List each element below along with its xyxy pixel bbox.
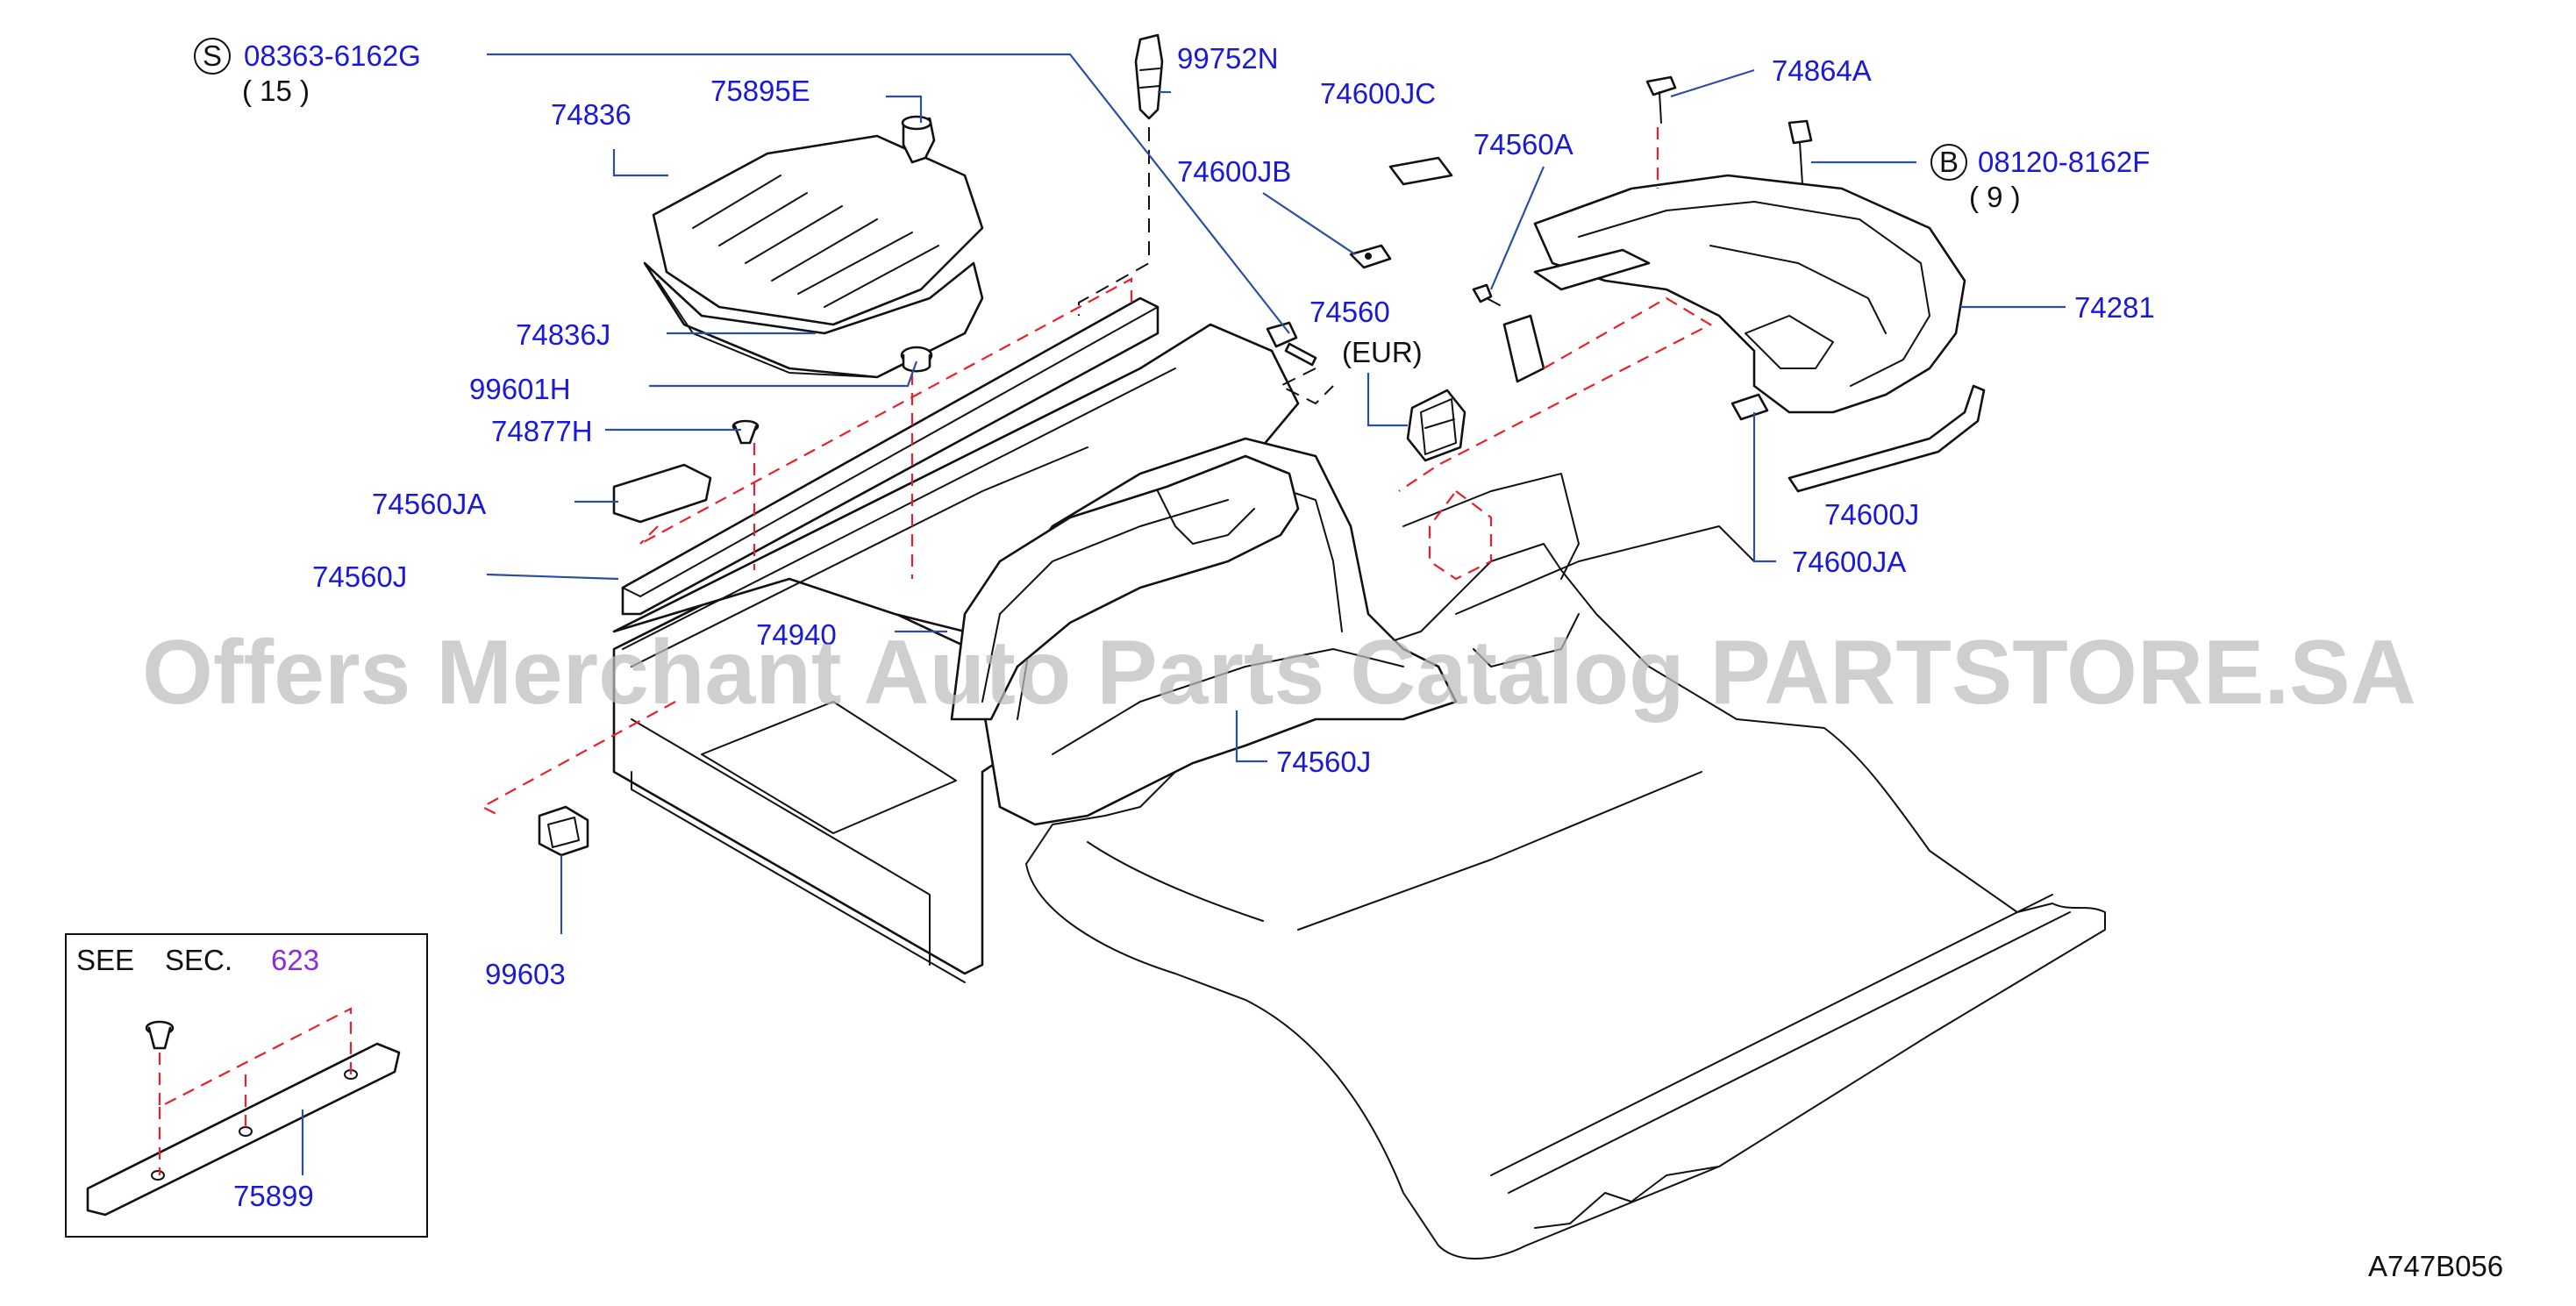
watermark: Offers Merchant Auto Parts Catalog PARTS… xyxy=(142,622,2416,724)
screw-74560a[interactable] xyxy=(1472,283,1501,306)
vent-74560-eur[interactable] xyxy=(1406,389,1466,462)
strip-75899[interactable] xyxy=(86,1042,401,1217)
bar-74560j[interactable] xyxy=(621,296,1160,616)
clip-75895e[interactable] xyxy=(901,115,936,164)
label-74600j[interactable]: 74600J xyxy=(1824,498,1919,531)
inset-sec: SEC. xyxy=(165,944,232,976)
callout-b-08120-8162f[interactable]: B 08120-8162F ( 9 ) xyxy=(1930,144,2150,213)
leader-lines xyxy=(486,53,2066,934)
label-74560j-upper[interactable]: 74560J xyxy=(312,560,407,593)
label-75895e[interactable]: 75895E xyxy=(710,75,810,107)
s-circle-icon xyxy=(194,38,231,75)
label-74281[interactable]: 74281 xyxy=(2074,291,2155,324)
label-74600jb[interactable]: 74600JB xyxy=(1177,155,1291,188)
label-74836j[interactable]: 74836J xyxy=(516,318,610,351)
label-74560ja[interactable]: 74560JA xyxy=(372,488,486,520)
b-prefix: B xyxy=(1939,146,1959,178)
pad-74600jb[interactable] xyxy=(1349,244,1392,269)
clip-99603[interactable] xyxy=(538,805,589,857)
plate xyxy=(1502,314,1545,383)
spare-tire-cover-74836[interactable] xyxy=(643,134,984,379)
label-74560j-lower[interactable]: 74560J xyxy=(1276,746,1371,778)
label-74940[interactable]: 74940 xyxy=(756,618,837,651)
pad-74560ja[interactable] xyxy=(612,463,712,524)
black-guides xyxy=(1078,127,1334,405)
label-74600jc[interactable]: 74600JC xyxy=(1320,77,1436,110)
section-623-link[interactable]: 623 xyxy=(271,944,319,976)
b-circle-icon xyxy=(1930,144,1967,181)
grommet-99601h[interactable] xyxy=(900,346,933,373)
clip-99752n[interactable] xyxy=(1134,33,1164,120)
red-guides xyxy=(480,127,1713,817)
label-08120-8162f[interactable]: 08120-8162F xyxy=(1978,146,2150,178)
label-08363-6162g[interactable]: 08363-6162G xyxy=(244,39,421,72)
trim-74940[interactable] xyxy=(950,454,1300,721)
bolt-74864a[interactable] xyxy=(1645,75,1677,124)
label-eur: (EUR) xyxy=(1342,336,1423,368)
frame-74281[interactable] xyxy=(1533,174,1966,414)
pad-74600jc[interactable] xyxy=(1388,156,1453,186)
clip-74877h[interactable] xyxy=(731,419,760,445)
inset-see-sec-623: SEE SEC. 623 75899 xyxy=(65,933,428,1238)
label-99601h[interactable]: 99601H xyxy=(469,373,571,405)
label-74877h[interactable]: 74877H xyxy=(491,415,593,447)
label-74600ja[interactable]: 74600JA xyxy=(1792,546,1906,578)
label-99603[interactable]: 99603 xyxy=(485,958,566,990)
qty-9: ( 9 ) xyxy=(1969,181,2021,213)
label-99752n[interactable]: 99752N xyxy=(1177,42,1279,75)
s-prefix: S xyxy=(203,39,222,72)
inset-see: SEE xyxy=(76,944,134,976)
qty-15: ( 15 ) xyxy=(242,75,310,107)
label-74836[interactable]: 74836 xyxy=(551,98,632,131)
bolt-08120-8162f[interactable] xyxy=(1788,119,1813,185)
label-74560a[interactable]: 74560A xyxy=(1474,128,1573,161)
clip-inset xyxy=(145,1020,175,1050)
pad-74600ja[interactable] xyxy=(1730,393,1769,421)
label-74864a[interactable]: 74864A xyxy=(1772,54,1872,87)
label-74560[interactable]: 74560 xyxy=(1309,296,1390,328)
diagram-code: A747B056 xyxy=(2368,1250,2503,1282)
strip-74600j[interactable] xyxy=(1788,384,1986,493)
label-75899[interactable]: 75899 xyxy=(233,1180,314,1212)
callout-s-08363-6162g[interactable]: S 08363-6162G ( 15 ) xyxy=(194,38,421,107)
